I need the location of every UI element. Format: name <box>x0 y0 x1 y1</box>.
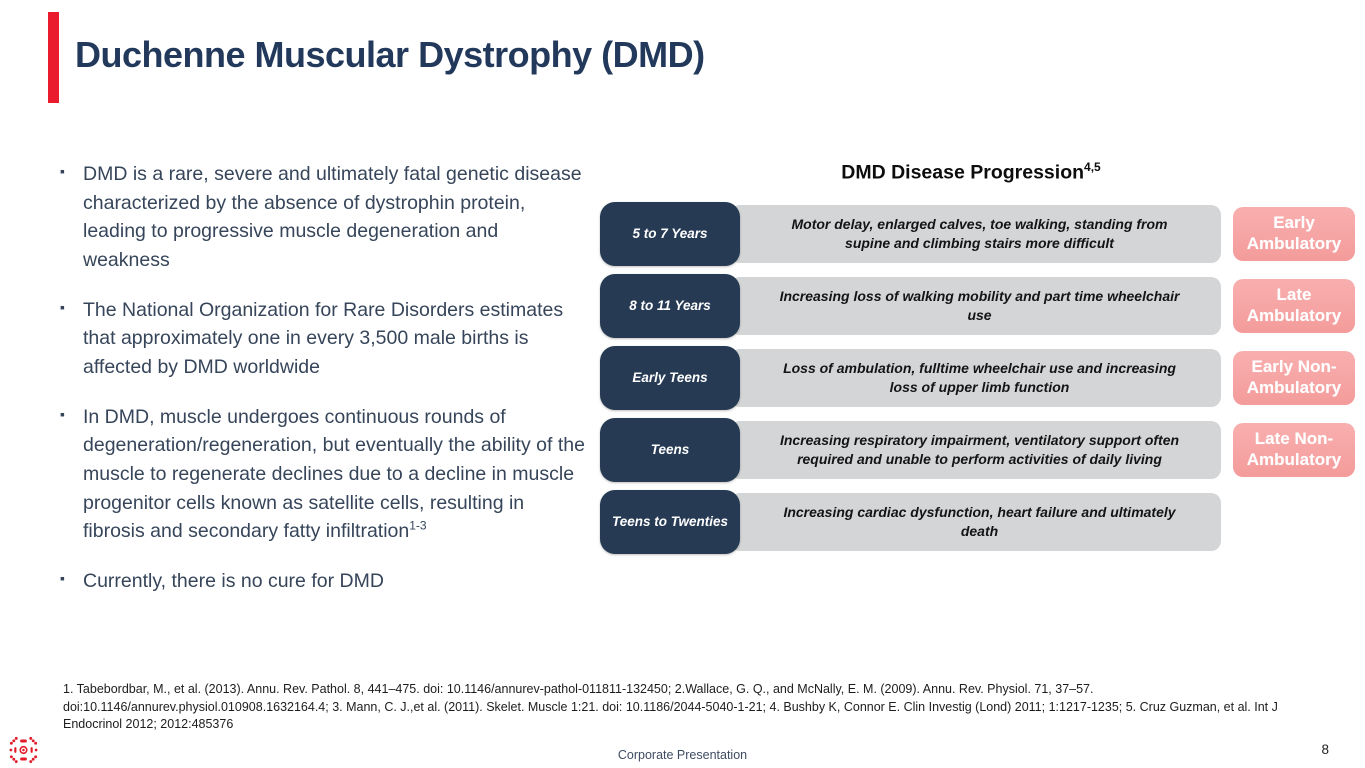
description-box: Loss of ambulation, fulltime wheelchair … <box>730 348 1221 407</box>
diagram-row: Teens to Twenties Increasing cardiac dys… <box>600 489 1355 554</box>
page-title: Duchenne Muscular Dystrophy (DMD) <box>75 34 705 75</box>
diagram-row: Teens Increasing respiratory impairment,… <box>600 417 1355 482</box>
description-box: Motor delay, enlarged calves, toe walkin… <box>730 204 1221 263</box>
bullet-text: Currently, there is no cure for DMD <box>83 569 384 592</box>
bullet-item: DMD is a rare, severe and ultimately fat… <box>60 160 588 275</box>
disease-progression-diagram: DMD Disease Progression4,5 5 to 7 Years … <box>600 160 1355 562</box>
age-label: Teens to Twenties <box>611 514 729 529</box>
description-box: Increasing respiratory impairment, venti… <box>730 420 1221 479</box>
age-box: Teens <box>600 417 740 482</box>
company-logo-icon <box>9 736 38 764</box>
age-label: 5 to 7 Years <box>632 226 708 241</box>
age-label: 8 to 11 Years <box>629 298 711 313</box>
page-number: 8 <box>1321 742 1329 757</box>
stage-badge: Early Non-Ambulatory <box>1233 350 1355 405</box>
description-box: Increasing loss of walking mobility and … <box>730 276 1221 335</box>
bullet-item: In DMD, muscle undergoes continuous roun… <box>60 403 588 546</box>
description-text: Increasing loss of walking mobility and … <box>779 288 1180 323</box>
citation-superscript: 1-3 <box>409 518 427 533</box>
footer-label: Corporate Presentation <box>617 748 748 762</box>
stage-badge: Late Ambulatory <box>1233 278 1355 333</box>
age-box: 5 to 7 Years <box>600 201 740 266</box>
stage-badge: Late Non-Ambulatory <box>1233 422 1355 477</box>
age-box: Teens to Twenties <box>600 489 740 554</box>
bullet-list: DMD is a rare, severe and ultimately fat… <box>60 160 588 617</box>
description-box: Increasing cardiac dysfunction, heart fa… <box>730 492 1221 551</box>
age-label: Early Teens <box>632 370 708 385</box>
title-accent-bar <box>48 12 59 103</box>
diagram-title-text: DMD Disease Progression <box>841 161 1085 184</box>
bullet-text: The National Organization for Rare Disor… <box>83 298 564 378</box>
diagram-title: DMD Disease Progression4,5 <box>660 160 1282 185</box>
bullet-text: In DMD, muscle undergoes continuous roun… <box>83 405 585 543</box>
bullet-item: Currently, there is no cure for DMD <box>60 567 588 596</box>
stage-badge: Early Ambulatory <box>1233 206 1355 261</box>
diagram-row: 8 to 11 Years Increasing loss of walking… <box>600 273 1355 338</box>
description-text: Increasing respiratory impairment, venti… <box>779 432 1180 467</box>
references: 1. Tabebordbar, M., et al. (2013). Annu.… <box>63 682 1278 731</box>
description-text: Motor delay, enlarged calves, toe walkin… <box>791 216 1168 251</box>
description-text: Increasing cardiac dysfunction, heart fa… <box>783 504 1176 539</box>
age-box: 8 to 11 Years <box>600 273 740 338</box>
diagram-row: 5 to 7 Years Motor delay, enlarged calve… <box>600 201 1355 266</box>
bullet-item: The National Organization for Rare Disor… <box>60 296 588 382</box>
diagram-title-superscript: 4,5 <box>1084 160 1101 174</box>
diagram-row: Early Teens Loss of ambulation, fulltime… <box>600 345 1355 410</box>
description-text: Loss of ambulation, fulltime wheelchair … <box>783 360 1176 395</box>
age-box: Early Teens <box>600 345 740 410</box>
age-label: Teens <box>650 442 690 457</box>
bullet-text: DMD is a rare, severe and ultimately fat… <box>83 163 582 271</box>
